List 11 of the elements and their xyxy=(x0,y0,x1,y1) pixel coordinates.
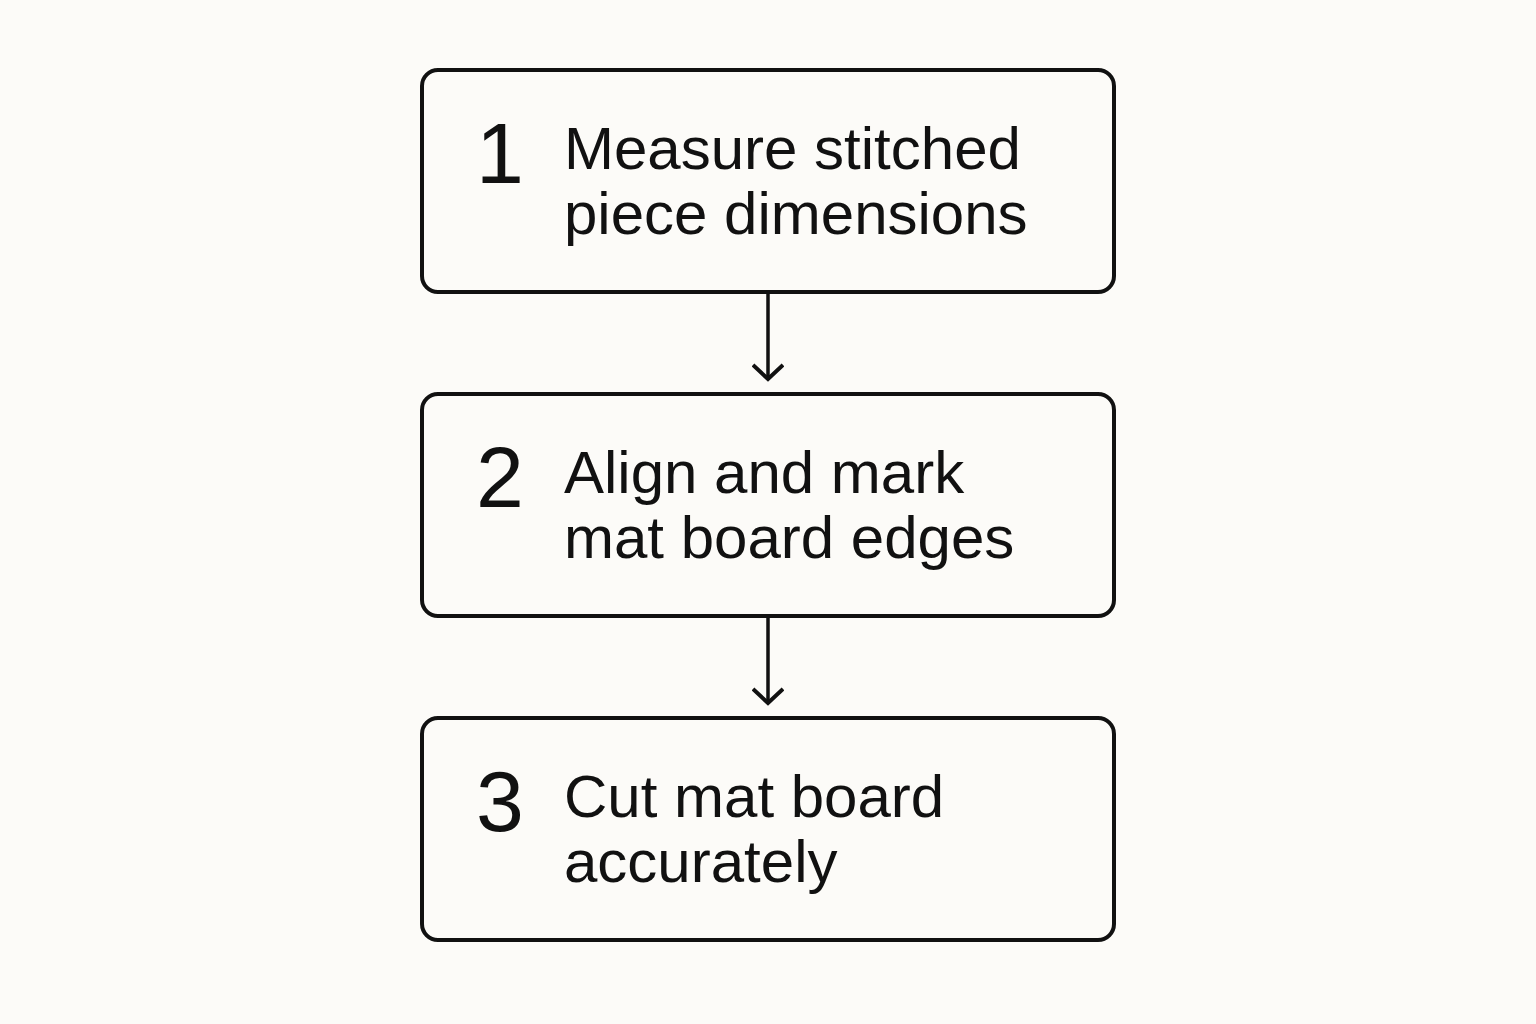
process-box xyxy=(420,392,1116,618)
arrow xyxy=(751,618,785,705)
step-number: 2 xyxy=(476,434,525,520)
step-number: 3 xyxy=(476,758,525,844)
process-box xyxy=(420,716,1116,942)
process-box xyxy=(420,68,1116,294)
step-text: Align and mark mat board edges xyxy=(564,440,1016,570)
step-text: Cut mat board accurately xyxy=(564,764,946,894)
step-number: 1 xyxy=(476,110,525,196)
arrow xyxy=(751,294,785,381)
step-text: Measure stitched piece dimensions xyxy=(564,116,1029,246)
